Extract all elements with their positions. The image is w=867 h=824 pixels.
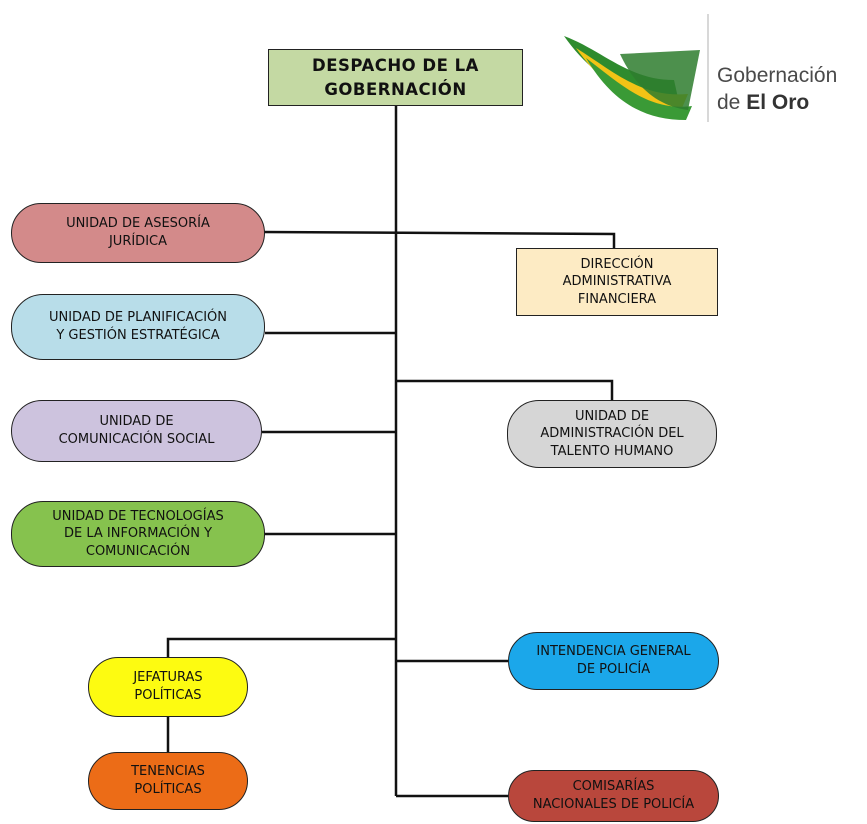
gobernacion-logo: Gobernación de El Oro bbox=[562, 10, 862, 130]
tenencias-label: TENENCIAS POLÍTICAS bbox=[131, 764, 205, 797]
asesoria-label: UNIDAD DE ASESORÍA JURÍDICA bbox=[66, 216, 210, 249]
direccion-label: DIRECCIÓN ADMINISTRATIVA FINANCIERA bbox=[562, 256, 672, 307]
comunicacion-node: UNIDAD DE COMUNICACIÓN SOCIAL bbox=[11, 400, 262, 462]
comisarias-node: COMISARÍAS NACIONALES DE POLICÍA bbox=[508, 770, 719, 822]
direccion-node: DIRECCIÓN ADMINISTRATIVA FINANCIERA bbox=[516, 248, 718, 316]
tecnologias-label: UNIDAD DE TECNOLOGÍAS DE LA INFORMACIÓN … bbox=[52, 508, 224, 559]
logo-line2-bold: El Oro bbox=[746, 91, 810, 115]
asesoria-connector bbox=[261, 230, 616, 248]
despacho-label: DESPACHO DE LA GOBERNACIÓN bbox=[312, 55, 479, 99]
talento-connector bbox=[396, 379, 614, 400]
asesoria-node: UNIDAD DE ASESORÍA JURÍDICA bbox=[11, 203, 265, 263]
talento-label: UNIDAD DE ADMINISTRACIÓN DEL TALENTO HUM… bbox=[540, 408, 684, 459]
talento-node: UNIDAD DE ADMINISTRACIÓN DEL TALENTO HUM… bbox=[507, 400, 717, 468]
despacho-box: DESPACHO DE LA GOBERNACIÓN bbox=[268, 49, 523, 106]
planificacion-label: UNIDAD DE PLANIFICACIÓN Y GESTIÓN ESTRAT… bbox=[48, 310, 227, 343]
planificacion-node: UNIDAD DE PLANIFICACIÓN Y GESTIÓN ESTRAT… bbox=[11, 294, 265, 360]
intendencia-node: INTENDENCIA GENERAL DE POLICÍA bbox=[508, 632, 719, 690]
tenencias-node: TENENCIAS POLÍTICAS bbox=[88, 752, 248, 810]
intendencia-label: INTENDENCIA GENERAL DE POLICÍA bbox=[536, 644, 691, 677]
jefaturas-node: JEFATURAS POLÍTICAS bbox=[88, 657, 248, 717]
logo-line1: Gobernación bbox=[717, 64, 838, 87]
logo-line2-prefix: de bbox=[717, 91, 747, 115]
jefaturas-connector bbox=[166, 637, 396, 657]
jefaturas-label: JEFATURAS POLÍTICAS bbox=[133, 670, 203, 703]
logo-text: Gobernación de El Oro bbox=[717, 62, 837, 117]
comunicacion-label: UNIDAD DE COMUNICACIÓN SOCIAL bbox=[58, 414, 215, 447]
comisarias-label: COMISARÍAS NACIONALES DE POLICÍA bbox=[532, 779, 695, 812]
tecnologias-node: UNIDAD DE TECNOLOGÍAS DE LA INFORMACIÓN … bbox=[11, 501, 265, 567]
logo-swoosh-icon bbox=[564, 14, 709, 122]
